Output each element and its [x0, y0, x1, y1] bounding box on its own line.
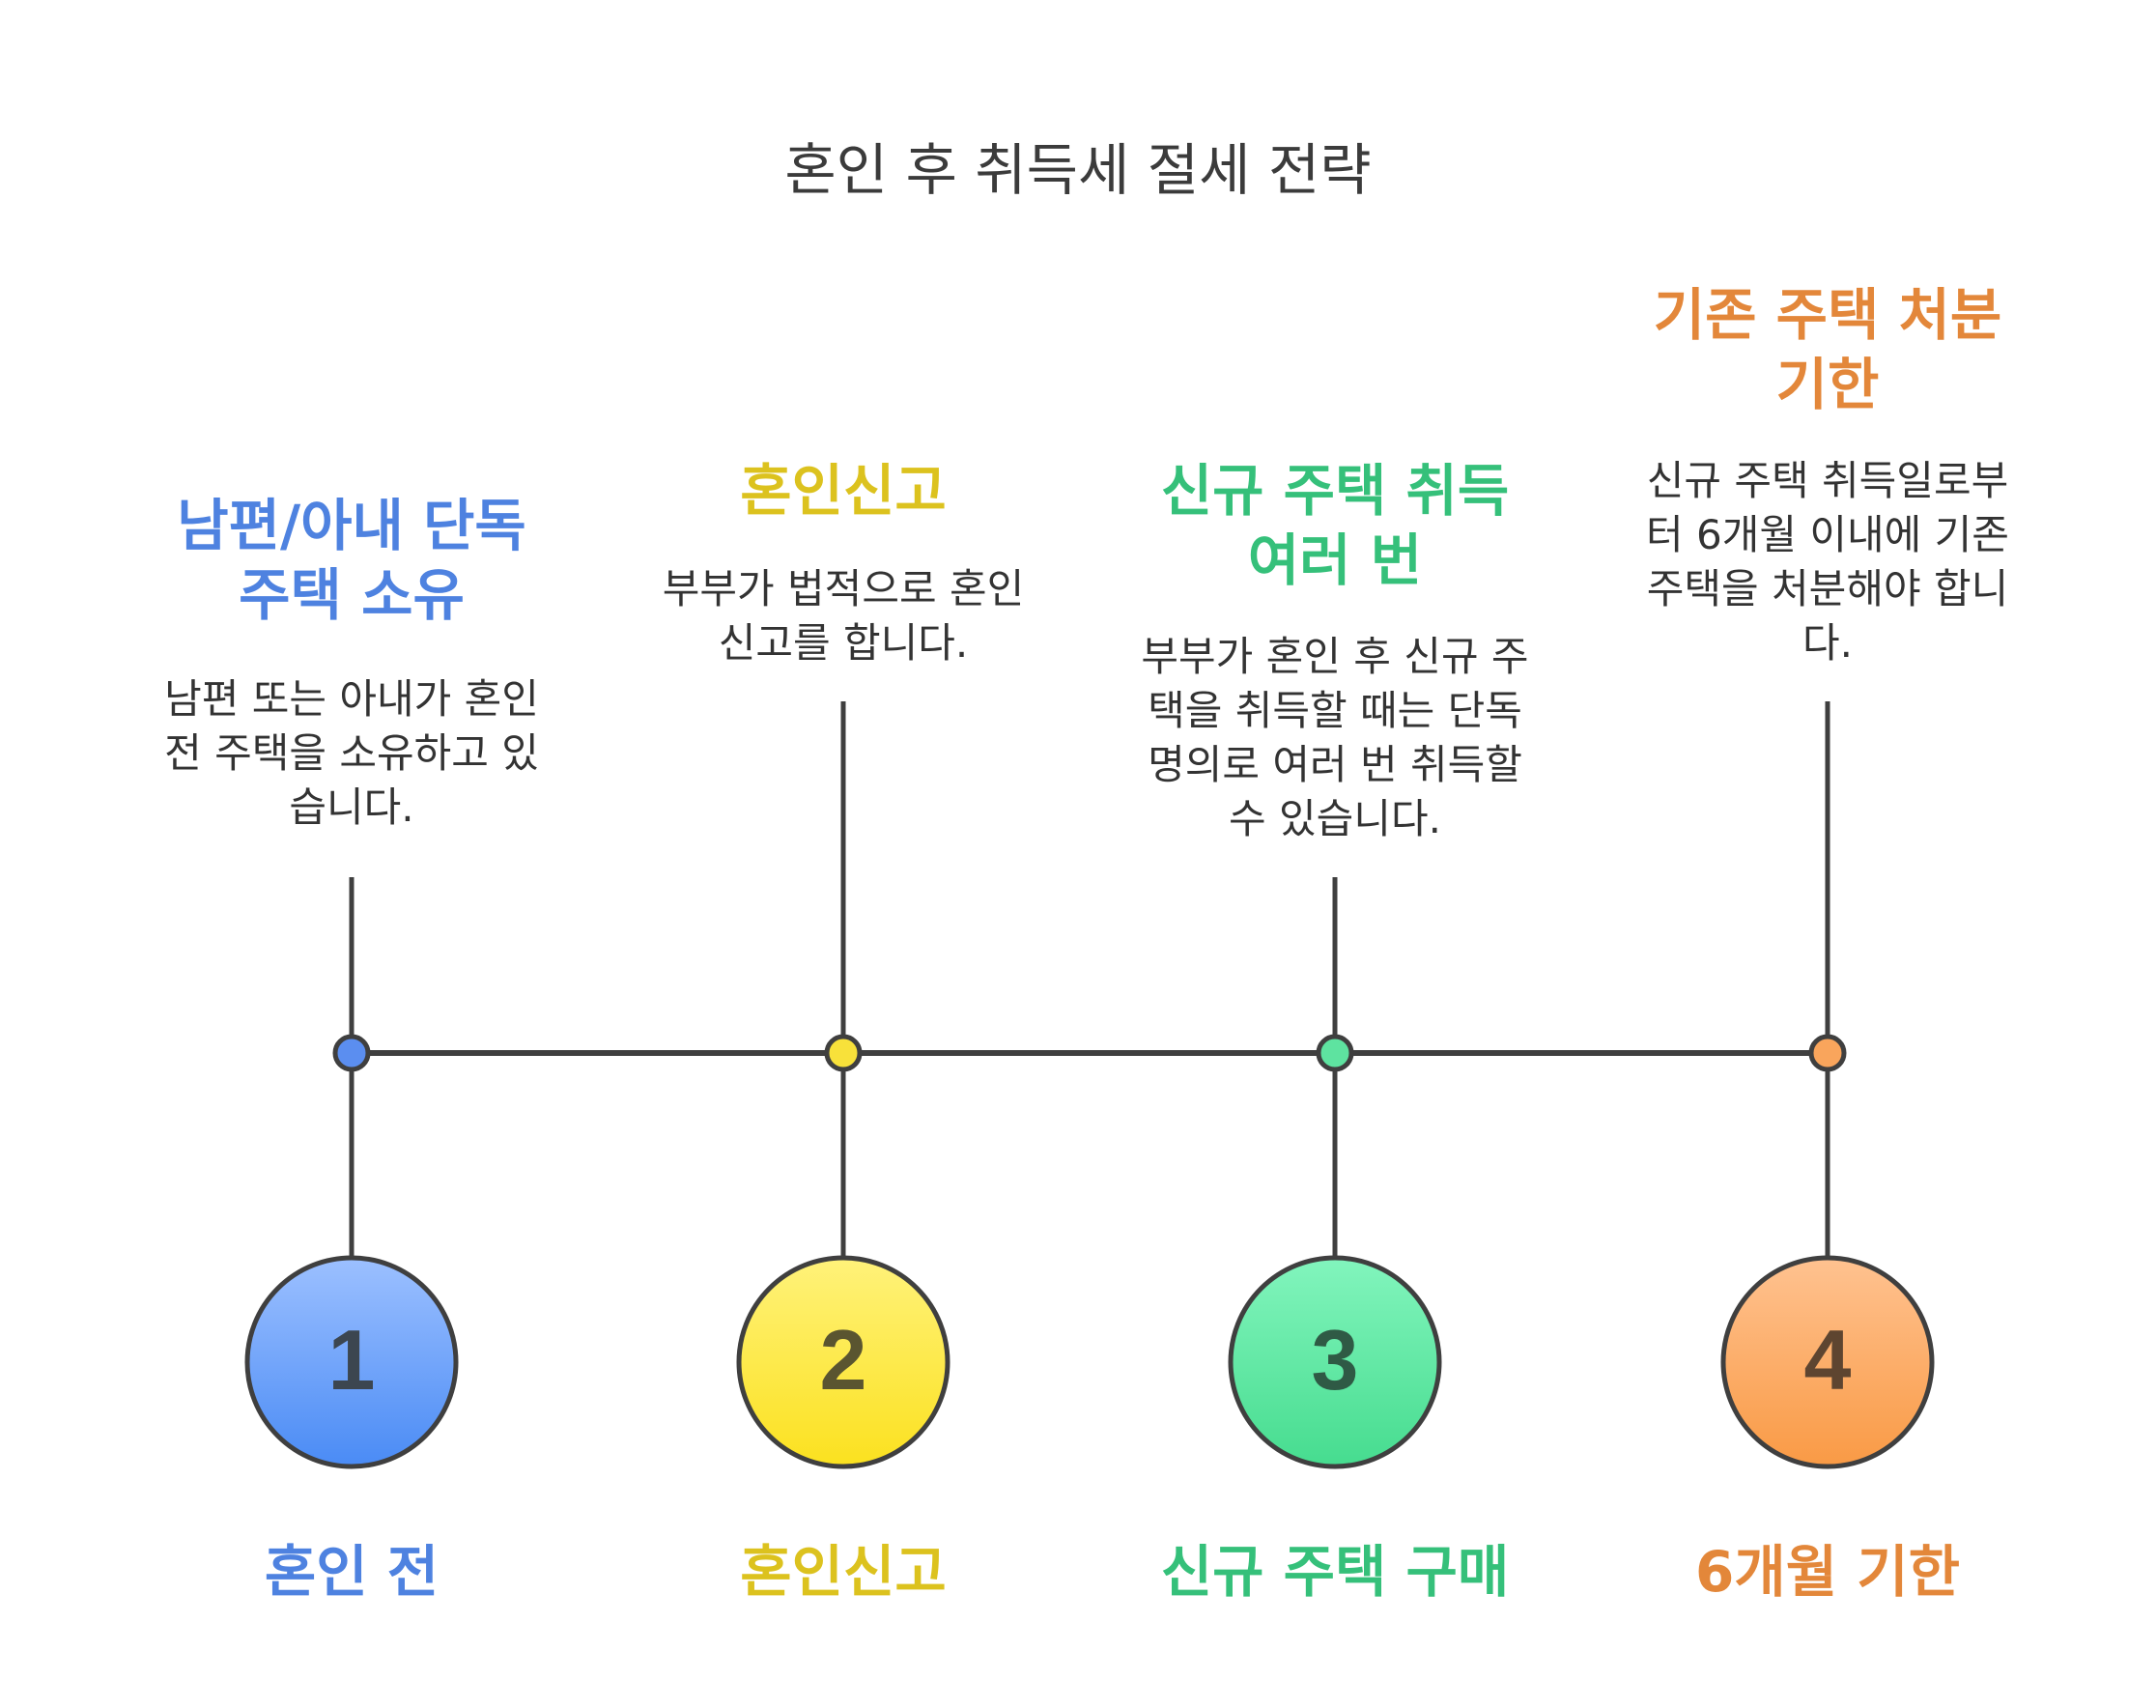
step-circle-4 — [1720, 1255, 1935, 1469]
timeline-dot-3 — [1316, 1034, 1354, 1072]
diagram-title: 혼인 후 취득세 절세 전략 — [784, 137, 1372, 203]
step-4-label: 6개월 기한 — [1695, 1539, 1960, 1605]
step-number-1: 1 — [328, 1312, 376, 1408]
step-circle-2 — [736, 1255, 950, 1469]
step-number-2: 2 — [820, 1312, 867, 1408]
timeline-dot-4 — [1808, 1034, 1847, 1072]
timeline-dot-1 — [332, 1034, 371, 1072]
timeline-dot-2 — [824, 1034, 863, 1072]
step-2-heading: 혼인신고 — [740, 458, 947, 524]
step-3-label: 신규 주택 구매 — [1160, 1539, 1510, 1605]
step-1-heading: 남편/아내 단독 주택 소유 — [177, 493, 526, 628]
step-circle-1 — [244, 1255, 459, 1469]
step-3-heading: 신규 주택 취득 여러 번 — [1160, 458, 1510, 593]
step-2-label: 혼인신고 — [740, 1539, 947, 1605]
step-number-4: 4 — [1804, 1312, 1852, 1408]
step-4-heading: 기존 주택 처분 기한 — [1653, 282, 2002, 417]
step-2-description: 부부가 법적으로 혼인 신고를 합니다. — [662, 565, 1025, 667]
step-number-3: 3 — [1312, 1312, 1359, 1408]
step-circle-3 — [1228, 1255, 1442, 1469]
step-4-description: 신규 주택 취득일로부 터 6개월 이내에 기존 주택을 처분해야 합니 다. — [1646, 457, 2009, 667]
step-1-label: 혼인 전 — [264, 1539, 440, 1605]
step-1-description: 남편 또는 아내가 혼인 전 주택을 소유하고 있 습니다. — [164, 675, 539, 831]
step-3-description: 부부가 혼인 후 신규 주 택을 취득할 때는 단독 명의로 여러 번 취득할 … — [1141, 633, 1529, 842]
